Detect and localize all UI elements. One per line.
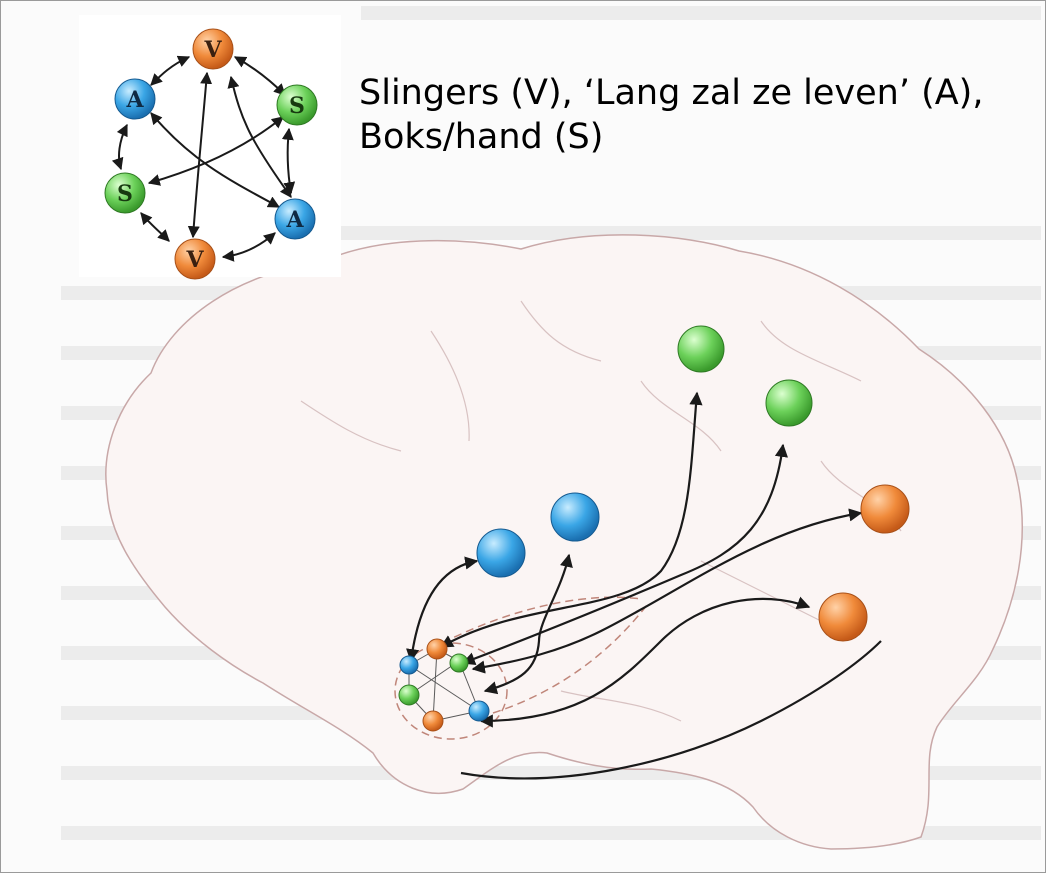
network-node-s-right: S	[276, 84, 318, 126]
inset-network: V A S S A V	[79, 15, 341, 280]
svg-text:S: S	[289, 93, 305, 119]
hub-node-orange-1	[426, 638, 448, 660]
cortex-node-green-2	[765, 379, 813, 427]
svg-text:A: A	[125, 87, 144, 113]
projection-arrows	[406, 391, 882, 780]
network-node-v-bottom: V	[174, 238, 216, 280]
network-node-a-right: A	[274, 198, 316, 240]
svg-text:V: V	[203, 37, 222, 63]
hub-node-orange-2	[422, 710, 444, 732]
hub-node-green-2	[398, 684, 420, 706]
legend-caption: Slingers (V), ‘Lang zal ze leven’ (A), B…	[359, 71, 1039, 159]
brain-outline	[105, 234, 1023, 850]
cortex-node-blue-2	[550, 492, 600, 542]
hub-node-blue-1	[399, 655, 419, 675]
cortex-node-green-1	[677, 325, 725, 373]
network-node-a-left: A	[114, 78, 156, 120]
cortex-nodes	[476, 325, 910, 642]
cortex-node-blue-1	[476, 528, 526, 578]
hub-node-blue-2	[468, 700, 490, 722]
svg-text:V: V	[185, 247, 204, 273]
hub-nodes	[398, 638, 490, 732]
svg-text:A: A	[285, 207, 304, 233]
caption-line-1: Slingers (V), ‘Lang zal ze leven’ (A),	[359, 73, 984, 113]
svg-text:S: S	[117, 181, 133, 207]
hub-node-green-1	[449, 653, 469, 673]
inset-edges	[111, 55, 296, 262]
cortex-node-orange-2	[818, 592, 868, 642]
network-node-s-left: S	[104, 172, 146, 214]
network-node-v-top: V	[192, 28, 234, 70]
caption-line-2: Boks/hand (S)	[359, 117, 604, 157]
cortex-node-orange-1	[860, 484, 910, 534]
